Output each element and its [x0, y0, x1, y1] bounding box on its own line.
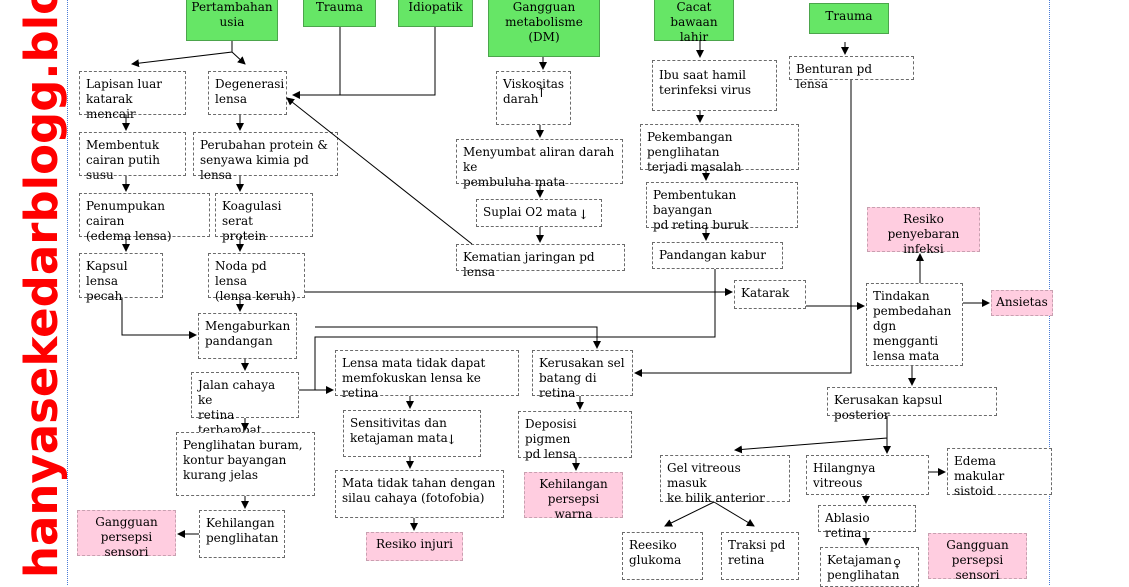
node-penglihatan-buram: Penglihatan buram, kontur bayangan kuran…	[176, 432, 315, 496]
node-mengaburkan: Mengaburkan pandangan	[198, 313, 297, 359]
node-resiko-injuri: Resiko injuri	[366, 532, 463, 561]
node-kerusakan-kapsul: Kerusakan kapsul posterior	[827, 387, 997, 422]
node-gangguan-sensori-left: Gangguan persepsi sensori	[77, 510, 176, 559]
down-arrow-icon: ↓	[578, 208, 589, 223]
node-edema-makular: Edema makular sistoid	[947, 448, 1052, 498]
node-tindakan: Tindakan pembedahan dgn mengganti lensa …	[866, 283, 963, 366]
node-hilangnya: Hilangnya vitreous	[806, 455, 929, 495]
node-cacat-bawaan: Cacat bawaan lahir	[654, 0, 734, 44]
node-degenerasi: Degenerasi lensa	[208, 71, 287, 115]
node-gangguan-sensori-right: Gangguan persepsi sensori	[928, 533, 1027, 582]
node-penumpukan: Penumpukan cairan (edema lensa)	[79, 193, 210, 243]
page-margin-line	[67, 0, 68, 585]
node-trauma-right: Trauma	[809, 3, 889, 34]
node-pertambahan-usia: Pertambahan usia	[186, 0, 278, 41]
node-ansietas: Ansietas	[991, 290, 1053, 316]
node-perubahan-protein: Perubahan protein & senyawa kimia pd len…	[193, 132, 338, 182]
node-reesiko-glukoma: Reesiko glukoma	[622, 532, 703, 580]
node-gangguan-metabolisme: Gangguan metabolisme (DM)	[488, 0, 600, 57]
node-benturan: Benturan pd lensa	[789, 56, 914, 91]
down-arrow-icon: ↓	[446, 433, 457, 448]
connector	[664, 501, 715, 527]
connector	[734, 416, 888, 454]
node-menyumbat: Menyumbat aliran darah ke pembuluha mata	[456, 139, 623, 189]
node-kehilangan-warna: Kehilangan persepsi warna	[524, 472, 623, 521]
node-gel-vitreous: Gel vitreous masuk ke bilik anterior	[660, 455, 790, 505]
node-lapisan-luar: Lapisan luar katarak mencair	[79, 71, 186, 121]
connector	[286, 97, 473, 245]
connector	[634, 80, 852, 377]
node-koagulasi: Koagulasi serat protein	[215, 193, 313, 243]
node-kerusakan-sel: Kerusakan sel batang di retina	[532, 350, 633, 400]
node-pandangan-kabur: Pandangan kabur	[652, 242, 783, 269]
up-arrow-icon: ↑	[536, 86, 547, 101]
handle-icon: ♀	[893, 557, 902, 570]
node-deposisi: Deposisi pigmen pd lensa	[518, 411, 632, 461]
connector	[713, 501, 755, 527]
node-membentuk: Membentuk cairan putih susu	[79, 132, 186, 182]
node-traksi: Traksi pd retina	[721, 532, 799, 580]
node-suplai: Suplai O2 mata	[476, 199, 602, 227]
connector	[231, 51, 246, 65]
node-mata-tidak-tahan: Mata tidak tahan dengan silau cahaya (fo…	[335, 470, 504, 518]
connector	[315, 326, 601, 349]
connector	[314, 269, 716, 390]
node-katarak: Katarak	[734, 280, 806, 309]
node-lensa-tidak: Lensa mata tidak dapat memfokuskan lensa…	[335, 350, 519, 400]
node-kapsul-pecah: Kapsul lensa pecah	[79, 253, 163, 303]
node-ablasio: Ablasio retina	[818, 505, 916, 540]
node-resiko-infeksi: Resiko penyebaran infeksi	[867, 207, 980, 256]
node-idiopatik: Idiopatik	[398, 0, 473, 27]
node-kematian: Kematian jaringan pd lensa	[456, 244, 625, 279]
connector	[121, 298, 197, 339]
node-pekembangan: Pekembangan penglihatan terjadi masalah	[640, 124, 799, 174]
node-trauma-top: Trauma	[303, 0, 376, 27]
node-sensitivitas: Sensitivitas dan ketajaman mata	[343, 410, 481, 457]
node-kehilangan-penglihatan: Kehilangan penglihatan	[199, 510, 285, 558]
connector	[292, 27, 341, 99]
node-ketajaman: Ketajaman penglihatan	[820, 547, 919, 587]
node-ibu-hamil: Ibu saat hamil terinfeksi virus	[652, 60, 777, 111]
connector	[131, 41, 233, 68]
node-viskositas: Viskositas darah	[496, 71, 571, 125]
connector	[340, 27, 436, 96]
node-noda: Noda pd lensa (lensa keruh)	[208, 253, 305, 303]
node-pembentukan: Pembentukan bayangan pd retina buruk	[646, 182, 798, 232]
